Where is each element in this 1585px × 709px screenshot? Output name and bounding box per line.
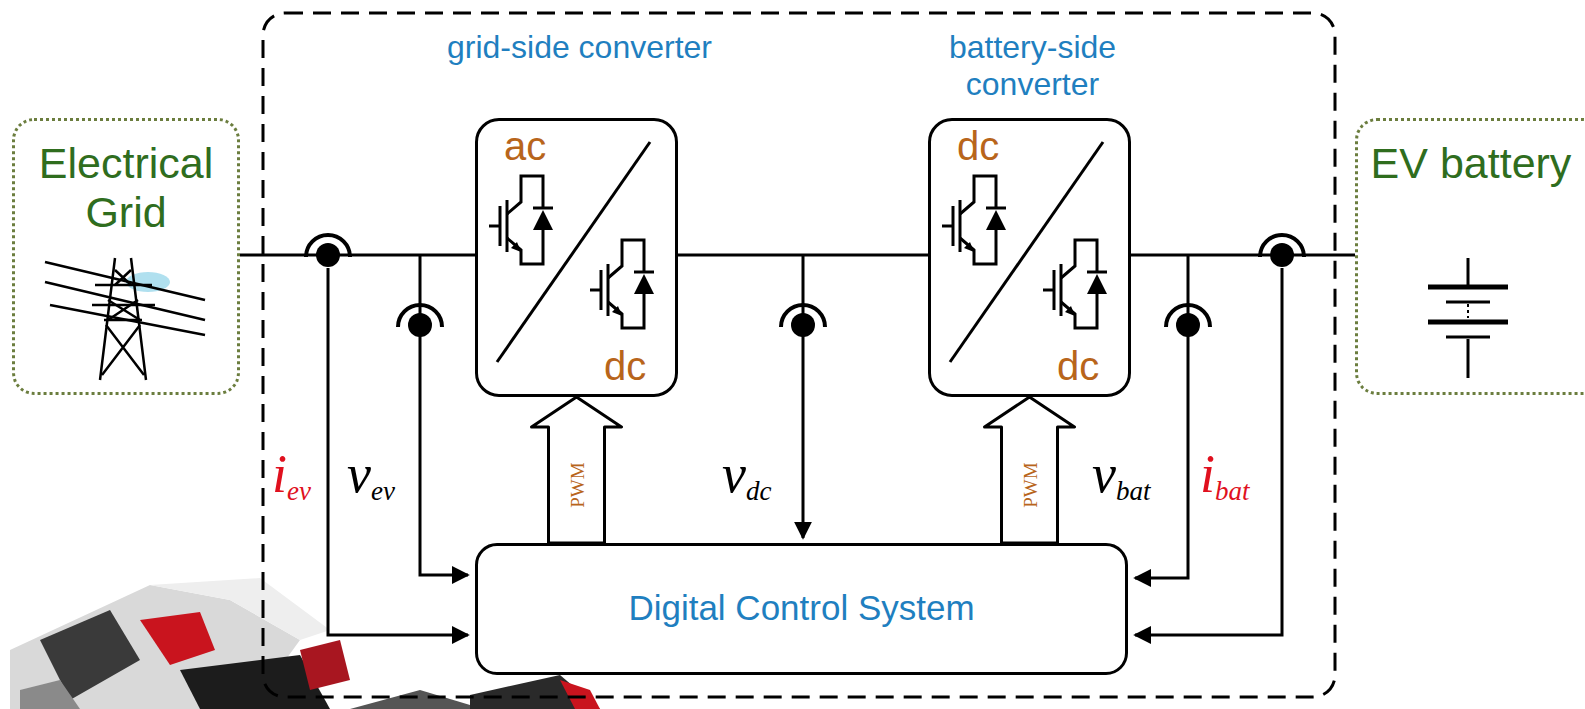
port-type: dc <box>957 123 1017 169</box>
battery-box: EV battery <box>1355 118 1585 395</box>
grid-box: Electrical Grid <box>12 118 240 395</box>
port-type: dc <box>604 343 664 389</box>
power-wire <box>240 254 475 257</box>
converter-box: grid-side converteracdc <box>475 118 678 397</box>
converter-box: battery-side converterdcdc <box>928 118 1131 397</box>
sensor-lines <box>328 255 1282 635</box>
signal-name: v <box>347 447 371 501</box>
signal-name: v <box>1092 447 1116 501</box>
signal-subscript: bat <box>1116 478 1151 505</box>
converter-symbols <box>489 142 1107 362</box>
pwm-label: PWM <box>1020 462 1039 507</box>
pwm-label: PWM <box>567 462 586 507</box>
power-wire <box>678 254 928 257</box>
signal-subscript: dc <box>746 478 771 505</box>
charger-enclosure <box>263 13 1335 697</box>
tower-icon <box>45 258 205 380</box>
signal-name: i <box>1200 447 1215 501</box>
port-type: dc <box>1057 343 1117 389</box>
converter-heading: battery-side converter <box>886 29 1179 103</box>
battery-symbol <box>1428 258 1508 378</box>
node-title: EV battery <box>1366 139 1576 188</box>
node-title: Electrical Grid <box>19 139 233 238</box>
pwm-arrow <box>985 397 1075 543</box>
signal-name: i <box>272 447 287 501</box>
signal-name: v <box>722 447 746 501</box>
node-title: Digital Control System <box>478 588 1125 628</box>
control-box: Digital Control System <box>475 543 1128 675</box>
watermark-graphic <box>10 578 600 709</box>
sensor-symbols <box>306 235 1304 337</box>
pwm-arrow <box>532 397 622 543</box>
power-wire <box>1131 254 1355 257</box>
converter-heading: grid-side converter <box>433 29 726 66</box>
signal-subscript: ev <box>371 478 395 505</box>
port-type: ac <box>504 123 564 169</box>
signal-subscript: bat <box>1215 478 1250 505</box>
signal-subscript: ev <box>287 478 311 505</box>
